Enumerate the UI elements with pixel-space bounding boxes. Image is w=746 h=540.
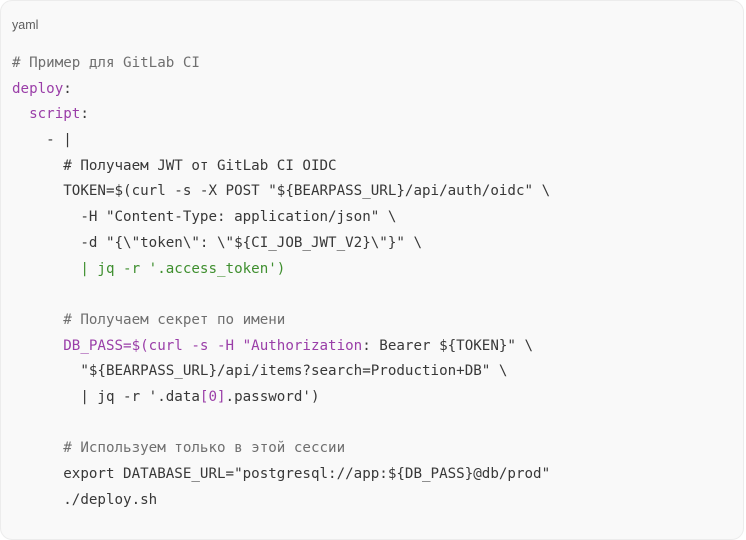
code-line: ./deploy.sh xyxy=(12,488,550,514)
code-line: TOKEN=$(curl -s -X POST "${BEARPASS_URL}… xyxy=(12,179,550,205)
code-token: : xyxy=(80,106,89,123)
code-line: script: xyxy=(12,102,550,128)
code-line: DB_PASS=$(curl -s -H "Authorization: Bea… xyxy=(12,334,550,360)
code-token: # Получаем JWT от GitLab CI OIDC xyxy=(12,157,337,174)
code-token: export DATABASE_URL="postgresql://app:${… xyxy=(12,466,551,482)
code-token: - | xyxy=(12,132,72,149)
code-token: : xyxy=(63,80,72,97)
code-token: [0] xyxy=(199,388,226,405)
code-token: # Пример для GitLab CI xyxy=(12,55,200,71)
code-content[interactable]: # Пример для GitLab CI deploy: script: - … xyxy=(12,51,550,513)
code-line: export DATABASE_URL="postgresql://app:${… xyxy=(12,462,550,488)
code-line xyxy=(12,282,550,308)
code-line: # Получаем JWT от GitLab CI OIDC xyxy=(12,154,550,180)
code-token xyxy=(12,338,63,354)
code-token: DB_PASS=$(curl -s -H "Authorization xyxy=(63,337,363,354)
code-line: # Используем только в этой сессии xyxy=(12,436,550,462)
code-token: # Получаем секрет по имени xyxy=(12,311,286,328)
code-line: # Получаем секрет по имени xyxy=(12,308,550,334)
code-token xyxy=(12,106,29,122)
code-line: deploy: xyxy=(12,77,550,103)
code-token: script xyxy=(29,106,81,123)
code-token: TOKEN=$(curl -s -X POST "${BEARPASS_URL}… xyxy=(12,183,551,200)
code-language-label: yaml xyxy=(12,18,39,32)
code-line: | jq -r '.access_token') xyxy=(12,257,550,283)
code-token: deploy xyxy=(12,80,64,97)
code-token: # Используем только в этой сессии xyxy=(12,440,346,457)
code-token: -H "Content-Type: application/json" \ xyxy=(12,209,397,226)
code-line: # Пример для GitLab CI xyxy=(12,51,550,77)
code-line: -d "{\"token\": \"${CI_JOB_JWT_V2}\"}" \ xyxy=(12,231,550,257)
code-token: "${BEARPASS_URL}/api/items?search=Produc… xyxy=(12,363,508,380)
code-token: | jq -r '.data xyxy=(12,388,200,405)
code-token: -d "{\"token\": \"${CI_JOB_JWT_V2}\"}" \ xyxy=(12,234,422,251)
code-token: | jq -r '.access_token') xyxy=(80,260,286,277)
code-token: .password') xyxy=(225,388,320,405)
code-token: ./deploy.sh xyxy=(12,491,158,508)
code-line: | jq -r '.data[0].password') xyxy=(12,385,550,411)
code-line: "${BEARPASS_URL}/api/items?search=Produc… xyxy=(12,359,550,385)
code-line: - | xyxy=(12,128,550,154)
code-line xyxy=(12,411,550,437)
code-token xyxy=(12,261,80,277)
code-line: -H "Content-Type: application/json" \ xyxy=(12,205,550,231)
code-token: : Bearer ${TOKEN}" \ xyxy=(362,337,534,354)
